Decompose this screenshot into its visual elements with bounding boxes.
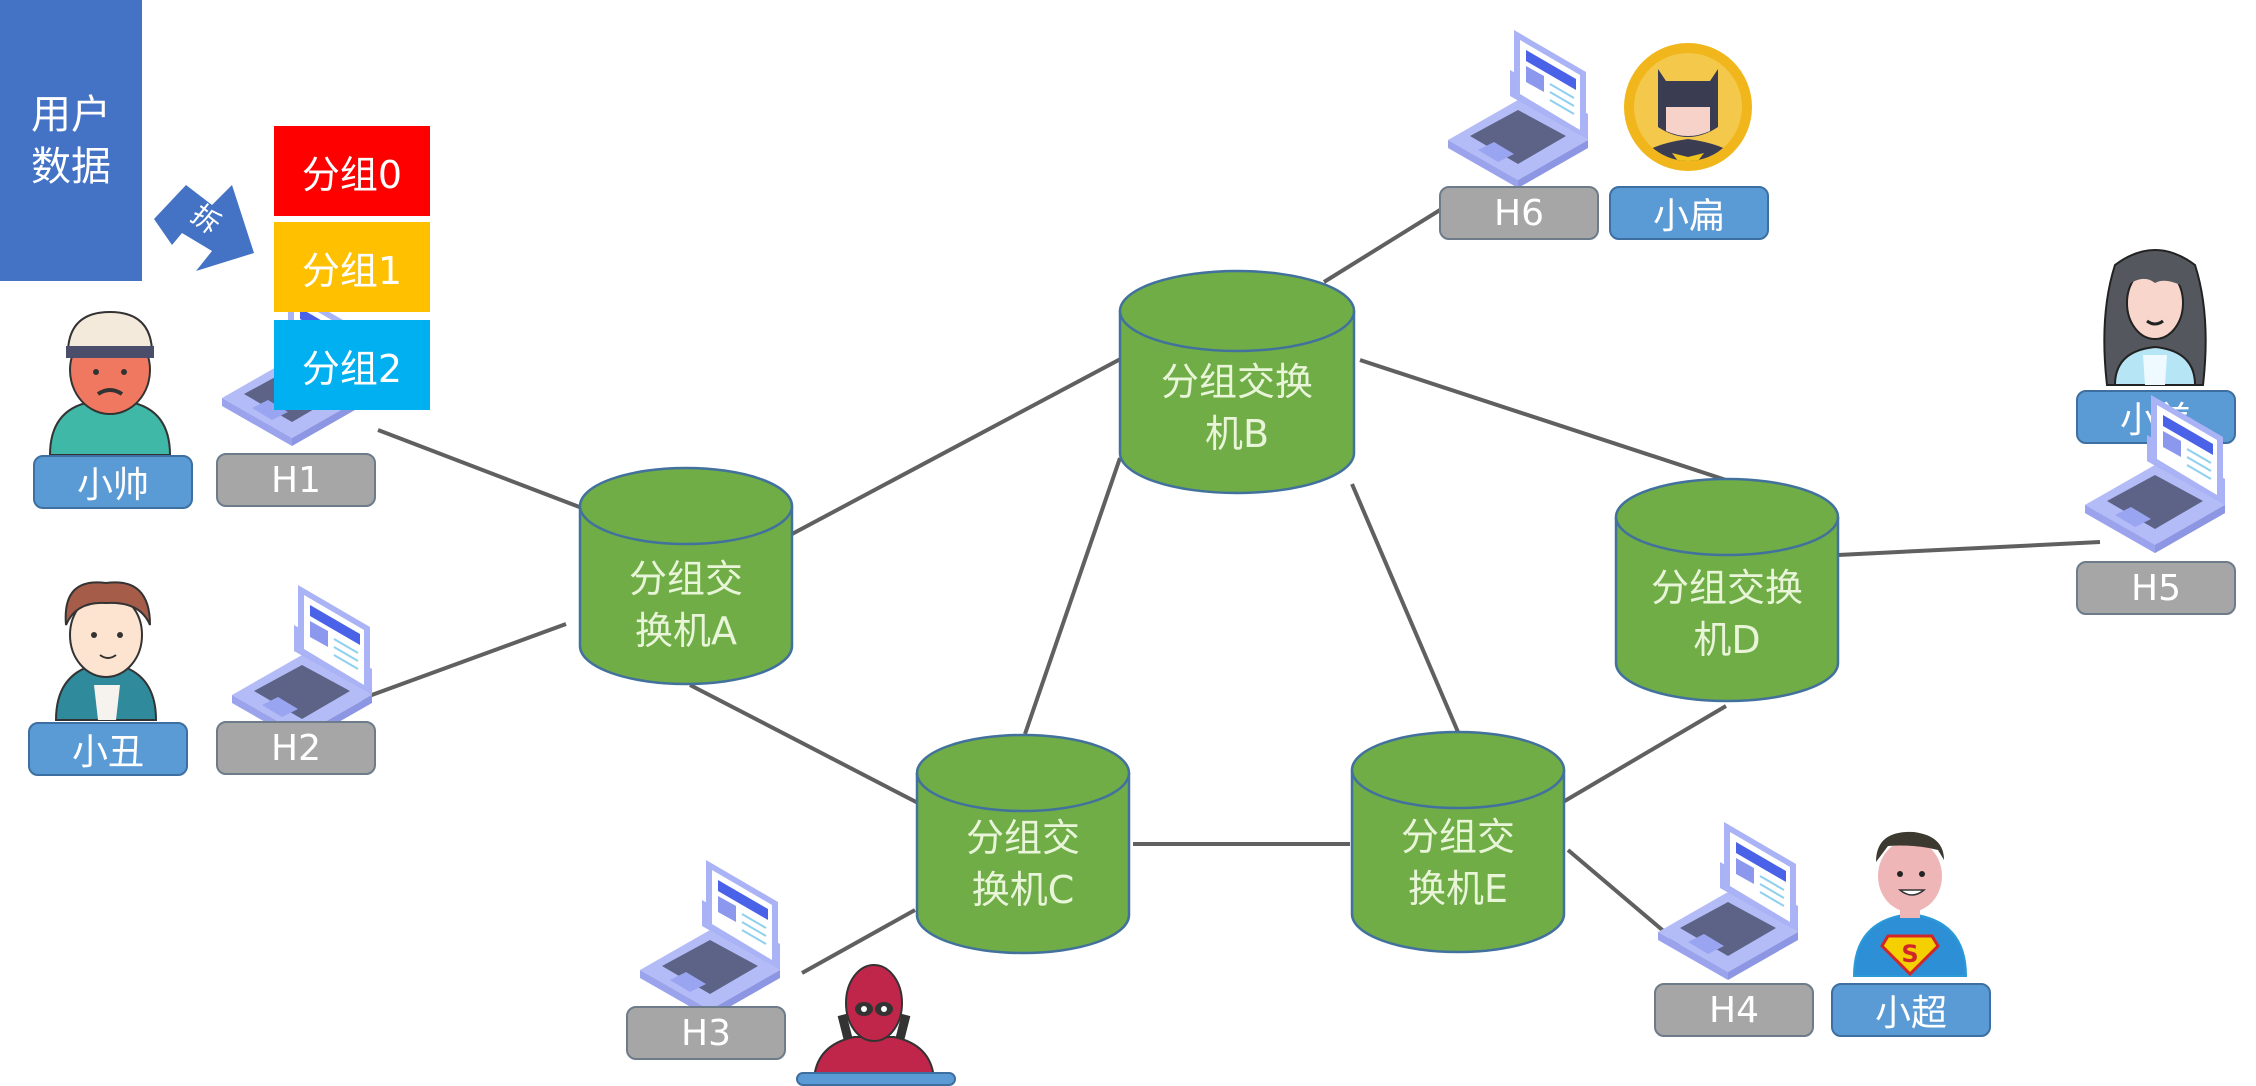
user-label-xiaochao: 小超 bbox=[1831, 983, 1991, 1037]
switch-C[interactable]: 分组交 换机C bbox=[915, 733, 1131, 955]
switch-C-label-line1: 分组交 bbox=[966, 816, 1080, 860]
link-A-C bbox=[689, 683, 921, 806]
packet-1-label: 分组1 bbox=[301, 248, 403, 293]
host-label-H5[interactable]: H5 bbox=[2076, 561, 2236, 615]
svg-text:S: S bbox=[1901, 940, 1918, 968]
user-xiaochou-text: 小丑 bbox=[71, 732, 144, 773]
packet-1: 分组1 bbox=[274, 222, 430, 312]
links-layer bbox=[349, 208, 2101, 975]
switch-E-label-line1: 分组交 bbox=[1401, 815, 1515, 859]
split-arrow-icon bbox=[154, 185, 254, 271]
user-label-h3-hidden bbox=[796, 1072, 956, 1086]
user-data-block: 用户数据 bbox=[0, 0, 142, 281]
switch-A-label-line1: 分组交 bbox=[629, 557, 743, 601]
switch-C-label-line2: 换机C bbox=[972, 868, 1075, 912]
curly-boy-avatar bbox=[54, 581, 158, 721]
laptop-H3-icon[interactable] bbox=[639, 859, 781, 1019]
user-label-xiaochou: 小丑 bbox=[28, 722, 188, 776]
switch-D-label-line1: 分组交换 bbox=[1651, 566, 1803, 610]
link-H1-A bbox=[377, 428, 583, 510]
switch-E-label-line2: 换机E bbox=[1408, 867, 1508, 911]
switch-E[interactable]: 分组交 换机E bbox=[1350, 730, 1566, 954]
user-label-xiaobian: 小扁 bbox=[1609, 186, 1769, 240]
user-xiaoshuai-text: 小帅 bbox=[76, 465, 149, 506]
long-hair-woman-avatar bbox=[2103, 249, 2207, 386]
switch-B-label-line2: 机B bbox=[1205, 412, 1269, 456]
batman-avatar bbox=[1624, 43, 1752, 171]
host-H3-text: H3 bbox=[681, 1012, 731, 1054]
laptop-H5-overlay bbox=[2084, 394, 2226, 554]
laptop-H6-icon[interactable] bbox=[1447, 29, 1589, 189]
link-H2-A bbox=[349, 622, 567, 705]
packet-0: 分组0 bbox=[274, 126, 430, 216]
packet-2: 分组2 bbox=[274, 320, 430, 410]
deadpool-avatar bbox=[813, 964, 935, 1077]
host-label-H2[interactable]: H2 bbox=[216, 721, 376, 775]
host-H5-text: H5 bbox=[2131, 567, 2181, 609]
host-H4-text: H4 bbox=[1709, 989, 1759, 1031]
superman-avatar: S bbox=[1852, 831, 1968, 977]
link-C-H3 bbox=[801, 908, 916, 975]
cap-man-avatar bbox=[48, 310, 172, 456]
link-D-H5 bbox=[1837, 540, 2101, 557]
packet-0-label: 分组0 bbox=[301, 152, 403, 197]
user-xiaobian-text: 小扁 bbox=[1652, 196, 1725, 237]
link-D-E bbox=[1561, 704, 1728, 804]
laptop-H4-icon[interactable] bbox=[1657, 821, 1799, 981]
host-H2-text: H2 bbox=[271, 727, 321, 769]
link-B-D bbox=[1359, 358, 1727, 482]
switch-D-label-line2: 机D bbox=[1693, 618, 1760, 662]
switch-B-label-line1: 分组交换 bbox=[1161, 360, 1313, 404]
host-H1-text: H1 bbox=[271, 459, 321, 501]
switch-B[interactable]: 分组交换 机B bbox=[1118, 269, 1356, 495]
switch-D[interactable]: 分组交换 机D bbox=[1614, 477, 1840, 703]
link-E-H4 bbox=[1566, 848, 1682, 947]
link-B-H6 bbox=[1322, 208, 1442, 284]
split-arrow: 拆 bbox=[154, 185, 254, 271]
host-label-H1[interactable]: H1 bbox=[216, 453, 376, 507]
switch-A[interactable]: 分组交 换机A bbox=[578, 466, 794, 686]
host-H6-text: H6 bbox=[1494, 192, 1544, 234]
host-label-H4[interactable]: H4 bbox=[1654, 983, 1814, 1037]
host-label-H3[interactable]: H3 bbox=[626, 1006, 786, 1060]
link-B-E bbox=[1350, 483, 1460, 733]
link-B-C bbox=[1023, 457, 1122, 735]
user-data-label: 用户数据 bbox=[31, 91, 111, 190]
link-A-B bbox=[791, 353, 1129, 536]
host-label-H6[interactable]: H6 bbox=[1439, 186, 1599, 240]
user-xiaochao-text: 小超 bbox=[1874, 993, 1947, 1034]
switch-A-label-line2: 换机A bbox=[635, 609, 737, 653]
laptop-H2-icon[interactable] bbox=[231, 584, 373, 744]
user-label-xiaoshuai: 小帅 bbox=[33, 455, 193, 509]
packet-2-label: 分组2 bbox=[301, 346, 403, 391]
